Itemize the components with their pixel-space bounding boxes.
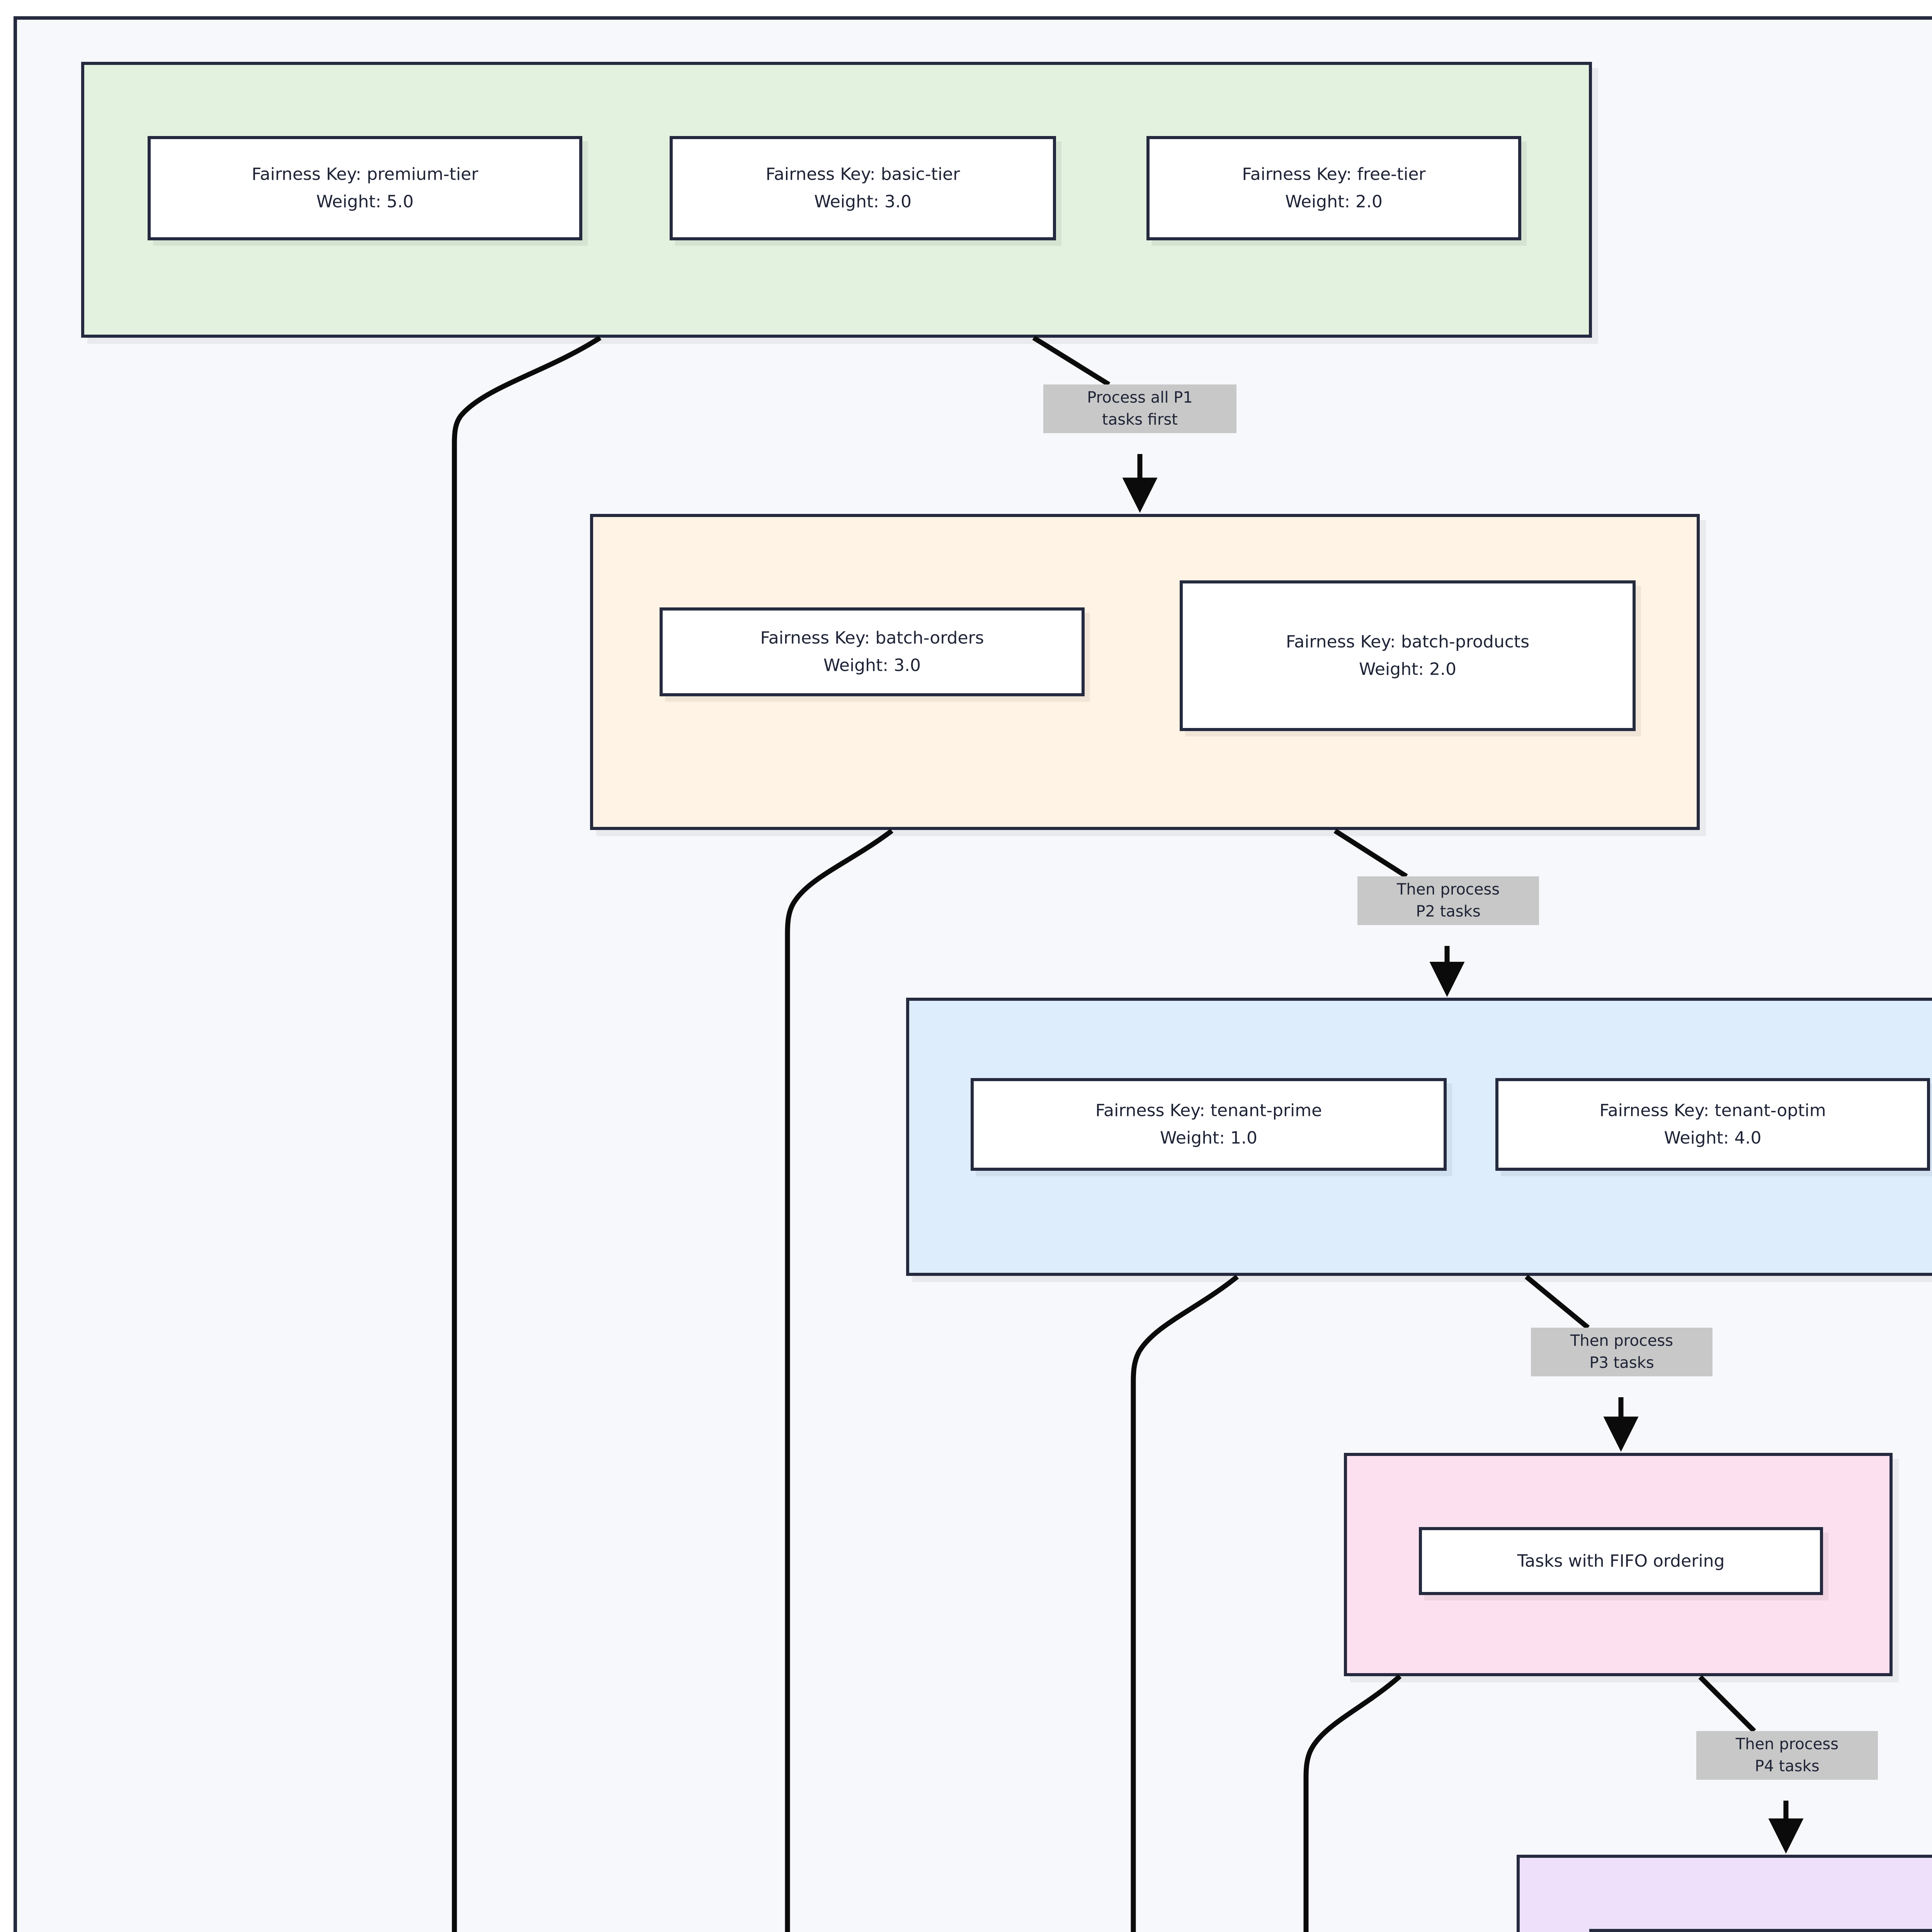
fairness-key-box-text: Fairness Key: batch-orders Weight: 3.0	[667, 624, 1078, 680]
fairness-key-label: Fairness Key: basic-tier	[765, 164, 960, 184]
weight-label: Weight: 4.0	[1664, 1128, 1762, 1148]
edge-label-line2: tasks first	[1102, 410, 1178, 429]
fairness-key-box-free-tier[interactable]: Fairness Key: free-tier Weight: 2.0	[1146, 136, 1521, 240]
edge-label-p1-to-p2: Process all P1 tasks first	[1043, 384, 1236, 433]
fairness-key-box-text: Fairness Key: tenant-prime Weight: 1.0	[978, 1097, 1440, 1152]
fairness-key-box-batch-products[interactable]: Fairness Key: batch-orders Fairness Key:…	[1180, 580, 1636, 731]
fairness-key-box-text: Fairness Key: premium-tier Weight: 5.0	[155, 161, 575, 216]
fifo-tasks-box-p5[interactable]: Tasks with FIFO ordering	[1589, 1929, 1932, 1932]
edge-label-p4-to-p5: Then process P4 tasks	[1696, 1731, 1878, 1780]
edge-label-line2: P3 tasks	[1589, 1354, 1654, 1372]
fairness-key-label: Fairness Key: tenant-optim	[1599, 1100, 1826, 1121]
fifo-tasks-label: Tasks with FIFO ordering	[1517, 1551, 1725, 1571]
fairness-key-box-basic-tier[interactable]: Fairness Key: basic-tier Weight: 3.0	[670, 136, 1056, 240]
edge-label-line2: P2 tasks	[1416, 902, 1481, 920]
fairness-key-label: Fairness Key: premium-tier	[252, 164, 478, 184]
edge-label-line1: Process all P1	[1087, 389, 1193, 406]
fairness-key-box-tenant-prime[interactable]: Fairness Key: tenant-prime Weight: 1.0	[971, 1078, 1447, 1171]
edge-label-p2-to-p3: Then process P2 tasks	[1357, 876, 1539, 925]
weight-label: Weight: 5.0	[316, 192, 414, 212]
fairness-key-label: Fairness Key: batch-products	[1286, 632, 1530, 652]
weight-label: Weight: 3.0	[823, 656, 921, 675]
weight-label: Weight: 2.0	[1285, 192, 1383, 212]
weight-label: Weight: 2.0	[1359, 660, 1457, 679]
fairness-key-label: Fairness Key: tenant-prime	[1095, 1100, 1322, 1121]
weight-label: Weight: 1.0	[1160, 1128, 1258, 1148]
fifo-tasks-box-p4[interactable]: Tasks with FIFO ordering	[1419, 1527, 1823, 1595]
fairness-key-box-premium-tier[interactable]: Fairness Key: premium-tier Weight: 5.0	[148, 136, 582, 240]
edge-label-p3-to-p4: Then process P3 tasks	[1531, 1328, 1713, 1376]
cluster-priority-level-5	[1517, 1855, 1932, 1932]
edge-label-line1: Then process	[1396, 881, 1500, 898]
fairness-key-box-text: Fairness Key: free-tier Weight: 2.0	[1153, 161, 1514, 216]
fairness-key-box-tenant-optim[interactable]: Fairness Key: tenant-optim Weight: 4.0	[1495, 1078, 1930, 1171]
edge-label-line1: Then process	[1570, 1332, 1673, 1350]
fairness-key-box-text: Fairness Key: basic-tier Weight: 3.0	[677, 161, 1049, 216]
weight-label: Weight: 3.0	[814, 192, 912, 212]
fairness-key-box-text: Fairness Key: tenant-optim Weight: 4.0	[1502, 1097, 1923, 1152]
fairness-key-label: Fairness Key: free-tier	[1242, 164, 1426, 184]
fairness-key-label: Fairness Key: batch-orders	[760, 628, 984, 648]
edge-label-line2: P4 tasks	[1755, 1757, 1820, 1775]
fairness-key-box-text: Fairness Key: batch-orders Fairness Key:…	[1187, 628, 1629, 684]
fairness-key-box-batch-orders[interactable]: Fairness Key: batch-orders Weight: 3.0	[660, 607, 1085, 696]
edge-label-line1: Then process	[1735, 1735, 1839, 1753]
